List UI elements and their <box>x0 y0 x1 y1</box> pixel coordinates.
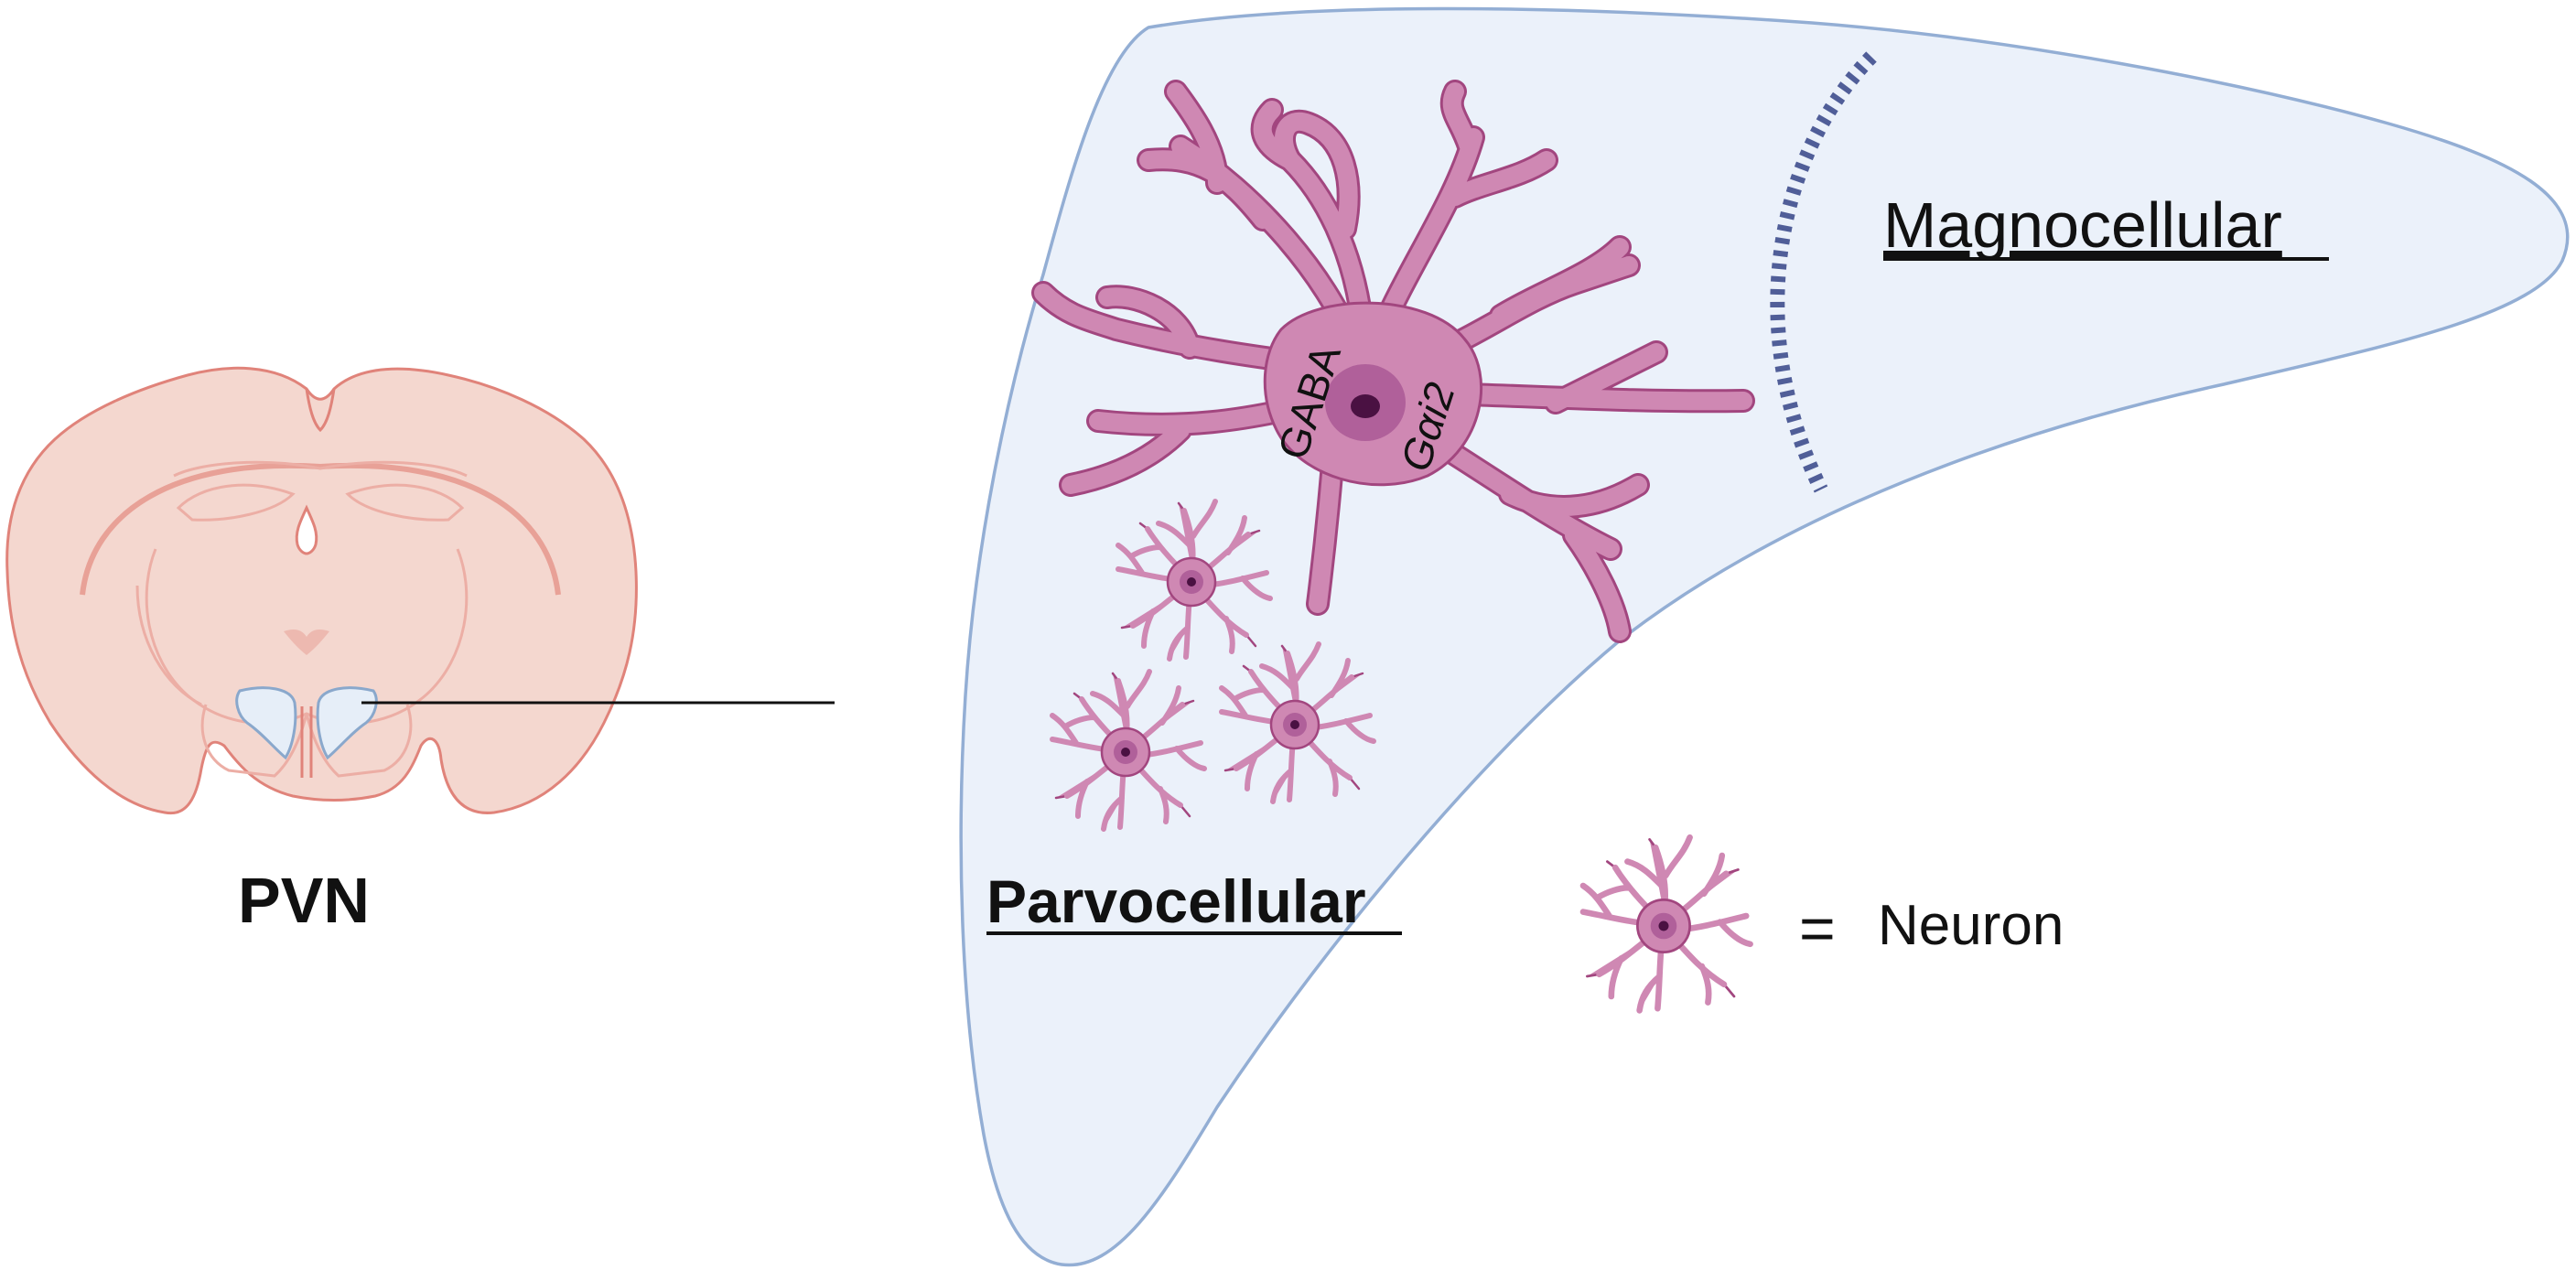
legend: = Neuron <box>1583 837 2064 1010</box>
brain-section-icon <box>5 366 638 815</box>
pvn-region-shape <box>959 6 2570 1267</box>
magnocellular-label: Magnocellular <box>1883 189 2282 261</box>
legend-neuron-label: Neuron <box>1878 894 2064 957</box>
legend-equals: = <box>1799 894 1836 963</box>
parvocellular-label: Parvocellular <box>986 867 1366 935</box>
large-neuron-icon <box>1031 80 1755 643</box>
neuron-icon <box>1583 837 1751 1010</box>
pvn-label: PVN <box>238 865 370 936</box>
